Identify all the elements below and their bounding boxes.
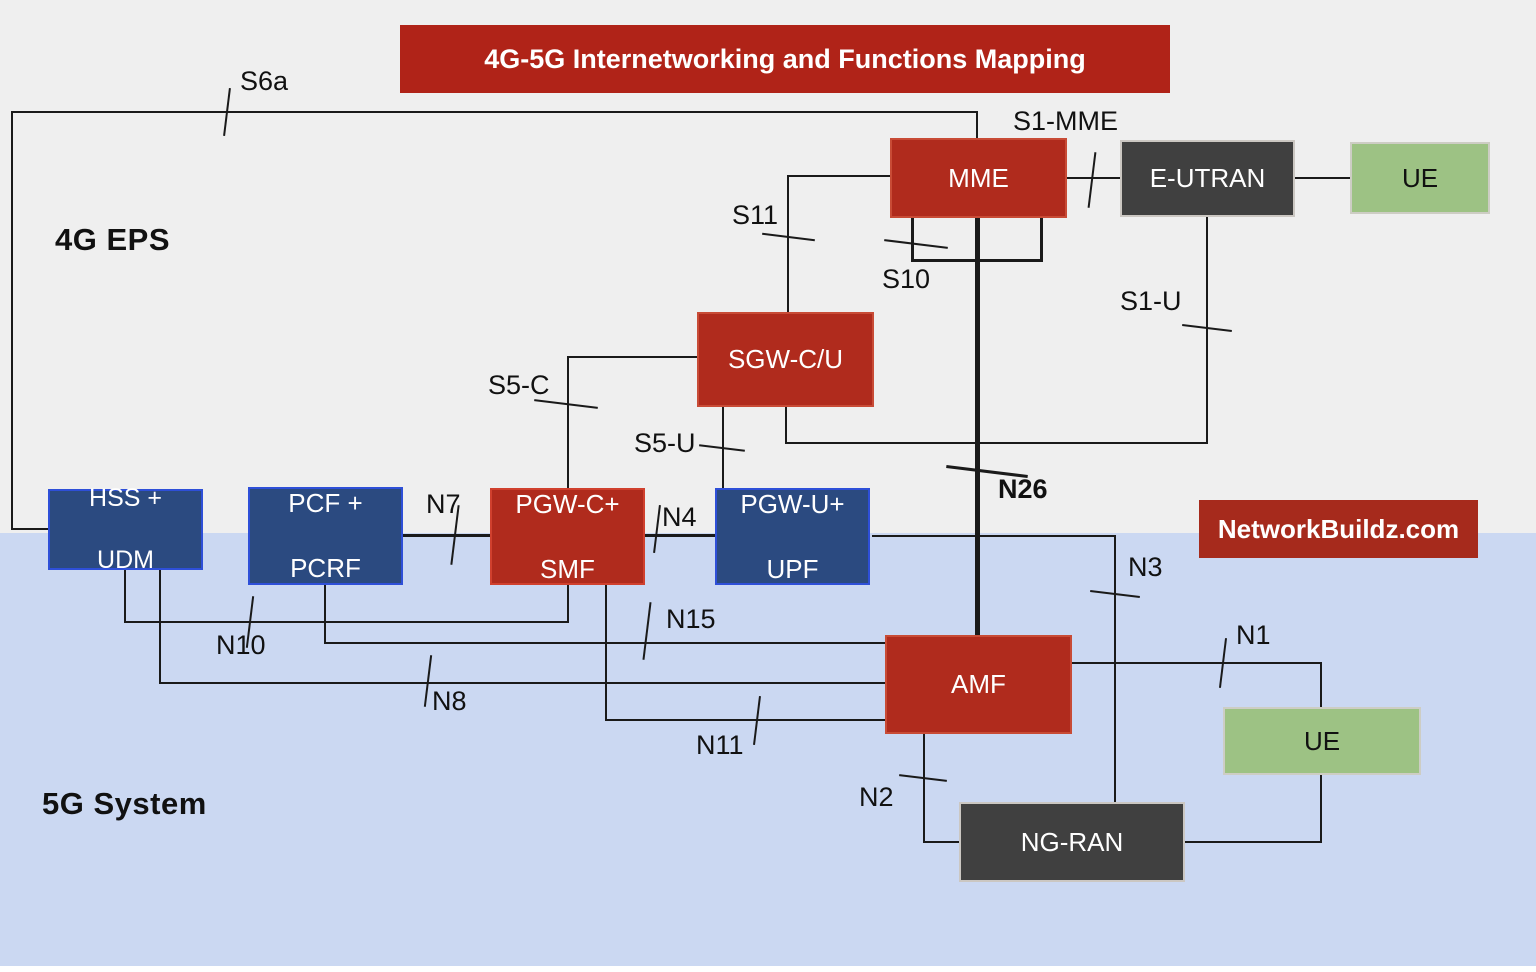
node-pgw-u-upf-line1: PGW-U+ (740, 488, 845, 519)
node-pgw-c-smf-line1: PGW-C+ (515, 488, 620, 519)
iface-label-n15: N15 (666, 604, 716, 634)
line-n26 (975, 218, 980, 636)
node-ngran: NG-RAN (959, 802, 1185, 882)
node-ue-5g: UE (1223, 707, 1421, 775)
iface-label-s10: S10 (882, 264, 931, 294)
line-s6a-a (11, 111, 978, 113)
line-s10-b (1040, 218, 1043, 262)
node-hss-udm-line2: UDM (97, 546, 154, 575)
line-n7 (403, 534, 490, 537)
iface-label-s1u: S1-U (1120, 286, 1182, 316)
line-s11-b (787, 175, 789, 313)
iface-label-n3: N3 (1128, 552, 1163, 582)
line-n1-b (1320, 662, 1322, 708)
line-s6a-c (11, 111, 13, 530)
node-pcf-pcrf-line1: PCF + (288, 488, 363, 519)
iface-label-s1mme: S1-MME (1013, 106, 1119, 136)
line-n4 (645, 534, 715, 537)
line-ue5g-ngran-a (1320, 775, 1322, 843)
iface-label-n4: N4 (662, 502, 697, 532)
title-banner: 4G-5G Internetworking and Functions Mapp… (400, 25, 1170, 93)
iface-label-n11: N11 (696, 730, 744, 760)
line-s10-a (911, 218, 914, 262)
iface-label-n8: N8 (432, 686, 467, 716)
line-n10-b (124, 621, 569, 623)
node-pcf-pcrf-line2: PCRF (290, 553, 361, 584)
node-ue-4g: UE (1350, 142, 1490, 214)
line-s6a-b (976, 111, 978, 139)
line-n11-a (605, 585, 607, 721)
line-s1mme-a (1067, 177, 1120, 179)
node-pgw-c-smf-line2: SMF (540, 553, 595, 584)
line-s1u-a (1206, 217, 1208, 444)
region-label-5g-system: 5G System (42, 786, 207, 821)
node-eutran: E-UTRAN (1120, 140, 1295, 217)
line-ue5g-ngran-b (1185, 841, 1322, 843)
iface-label-n26: N26 (998, 474, 1048, 504)
node-mme: MME (890, 138, 1067, 218)
line-n11-b (605, 719, 885, 721)
iface-label-n10: N10 (216, 630, 266, 660)
node-pcf-pcrf: PCF + PCRF (248, 487, 403, 585)
line-s1u-c (785, 407, 787, 444)
line-n2-b (923, 841, 960, 843)
iface-label-s6a: S6a (240, 66, 289, 96)
line-n2-a (923, 733, 925, 843)
line-n10-a (124, 570, 126, 623)
node-amf: AMF (885, 635, 1072, 734)
line-n15-a (324, 585, 326, 644)
iface-label-n2: N2 (859, 782, 894, 812)
watermark-networkbuildz: NetworkBuildz.com (1199, 500, 1478, 558)
line-n15-b (324, 642, 885, 644)
line-n3-b (1114, 535, 1116, 803)
line-n3-a (872, 535, 1116, 537)
line-n8-a (159, 570, 161, 684)
line-n1-a (1072, 662, 1322, 664)
node-hss-udm: HSS + UDM (48, 484, 203, 574)
node-pgw-u-upf-line2: UPF (766, 553, 819, 584)
iface-label-s5c: S5-C (488, 370, 550, 400)
node-hss-udm-line1: HSS + (89, 483, 162, 512)
line-n10-c (567, 585, 569, 623)
line-n8-b (159, 682, 885, 684)
line-eutran-ue (1295, 177, 1350, 179)
node-sgw: SGW-C/U (697, 312, 874, 407)
line-s5c-b (567, 356, 569, 488)
region-label-4g-eps: 4G EPS (55, 222, 170, 257)
iface-label-n1: N1 (1236, 620, 1271, 650)
line-s11-a (788, 175, 891, 177)
line-s1u-b (785, 442, 1208, 444)
node-pgw-c-smf: PGW-C+ SMF (490, 488, 645, 585)
line-s5c-a (567, 356, 697, 358)
node-pgw-u-upf: PGW-U+ UPF (715, 488, 870, 585)
iface-label-n7: N7 (426, 489, 461, 519)
iface-label-s11: S11 (732, 200, 779, 230)
line-s6a-d (11, 528, 49, 530)
iface-label-s5u: S5-U (634, 428, 696, 458)
